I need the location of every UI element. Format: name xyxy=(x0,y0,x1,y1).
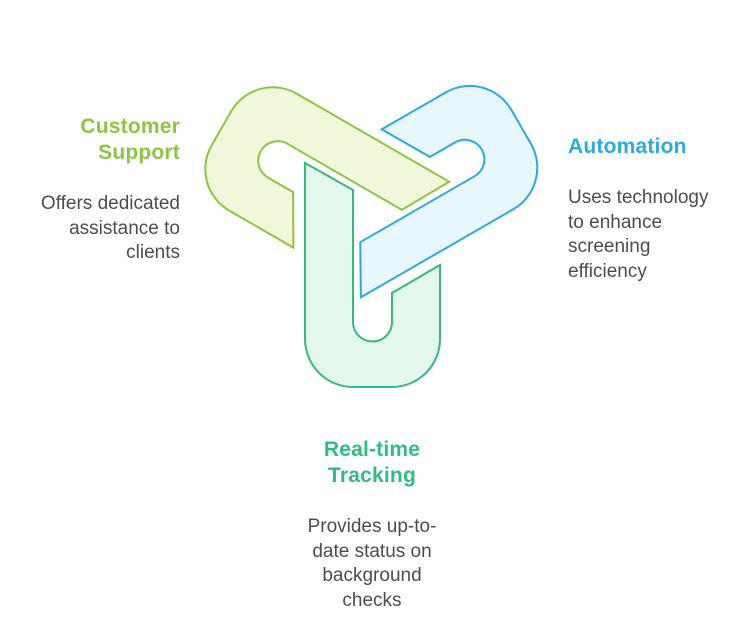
label-block-real-time-tracking: Real-time Tracking Provides up-to- date … xyxy=(272,419,472,624)
customer-support-title: Customer Support xyxy=(80,115,180,164)
loop-automation xyxy=(359,84,539,299)
real-time-tracking-title: Real-time Tracking xyxy=(323,438,421,487)
customer-support-description: Offers dedicated assistance to clients xyxy=(40,193,180,263)
label-block-customer-support: Customer Support Offers dedicated assist… xyxy=(0,96,180,284)
real-time-tracking-description: Provides up-to- date status on backgroun… xyxy=(307,516,437,611)
automation-description: Uses technology to enhance screening eff… xyxy=(568,187,709,282)
loop-customer-support xyxy=(204,86,452,250)
label-block-automation: Automation Uses technology to enhance sc… xyxy=(568,116,746,302)
loop-real-time-tracking xyxy=(304,161,441,388)
automation-title: Automation xyxy=(568,135,687,158)
